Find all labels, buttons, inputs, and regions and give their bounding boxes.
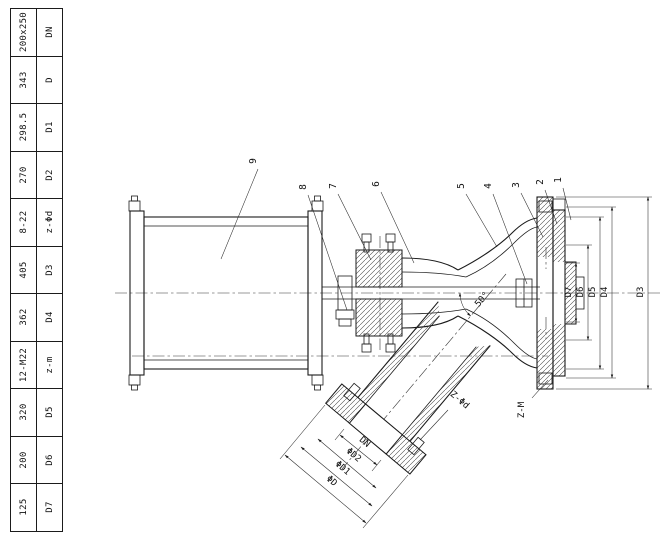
spec-label: DN	[44, 26, 55, 38]
table-row: 320 D5	[10, 388, 63, 437]
callout-6: 6	[371, 181, 382, 187]
spec-value: 405	[18, 261, 29, 279]
callout-8: 8	[298, 184, 309, 190]
part-callouts: 9 8 7 6 5 4 3 2 1	[220, 158, 572, 311]
spec-value: 343	[18, 71, 29, 89]
spec-value: 200x250	[18, 12, 29, 53]
table-row: 12-M22 z-m	[10, 340, 63, 389]
spec-value: 320	[18, 403, 29, 421]
packing-gland	[355, 233, 403, 353]
callout-5: 5	[456, 183, 467, 189]
spec-value: 298.5	[18, 112, 29, 142]
callout-4: 4	[483, 183, 494, 189]
spec-label: D7	[44, 501, 55, 513]
spec-label: z-Φd	[44, 210, 55, 234]
dim-label-z-phid: Z-Φd	[448, 390, 471, 412]
spec-value: 125	[18, 498, 29, 516]
callout-3: 3	[511, 182, 522, 188]
spec-table: 200x250 DN 343 D 298.5 D1 270 D2 8-22 z-…	[10, 8, 63, 532]
outlet-flange	[536, 196, 585, 390]
dim-label-d7: D7	[564, 287, 574, 298]
spec-value: 200	[18, 451, 29, 469]
table-row: 405 D3	[10, 245, 63, 294]
stem-bracket	[335, 275, 355, 327]
dim-label-d3: D3	[636, 287, 646, 298]
spec-label: D5	[44, 406, 55, 418]
table-row: 200 D6	[10, 435, 63, 484]
table-row: 125 D7	[10, 483, 63, 532]
table-row: 200x250 DN	[10, 8, 63, 57]
table-row: 8-22 z-Φd	[10, 198, 63, 247]
spec-label: D1	[44, 121, 55, 133]
dim-label-phi-d1: ΦD1	[333, 459, 352, 477]
table-row: 270 D2	[10, 150, 63, 199]
spec-label: D6	[44, 454, 55, 466]
callout-2: 2	[535, 179, 546, 185]
spec-label: z-m	[44, 356, 55, 374]
spec-value: 362	[18, 308, 29, 326]
spec-label: D4	[44, 311, 55, 323]
spec-label: D3	[44, 264, 55, 276]
dim-label-d4: D4	[600, 287, 610, 298]
table-row: 362 D4	[10, 293, 63, 342]
spec-value: 270	[18, 166, 29, 184]
actuator-cylinder	[128, 195, 324, 391]
dim-label-z-m: Z-M	[517, 401, 527, 418]
callout-7: 7	[328, 183, 339, 189]
table-row: 343 D	[10, 55, 63, 104]
spec-label: D	[44, 76, 55, 83]
callout-9: 9	[248, 158, 259, 164]
spec-value: 8-22	[18, 210, 29, 234]
spec-value: 12-M22	[18, 347, 29, 382]
valve-body	[401, 217, 538, 369]
inlet-port	[324, 301, 491, 475]
table-row: 298.5 D1	[10, 103, 63, 152]
dim-label-d5: D5	[588, 287, 598, 298]
callout-1: 1	[553, 177, 564, 183]
dim-label-d6: D6	[576, 287, 586, 298]
dimensions-right: D7 D6 D5 D4 D3 Z-M	[517, 196, 652, 418]
dim-label-phi-d2: ΦD2	[344, 446, 363, 464]
spec-label: D2	[44, 169, 55, 181]
